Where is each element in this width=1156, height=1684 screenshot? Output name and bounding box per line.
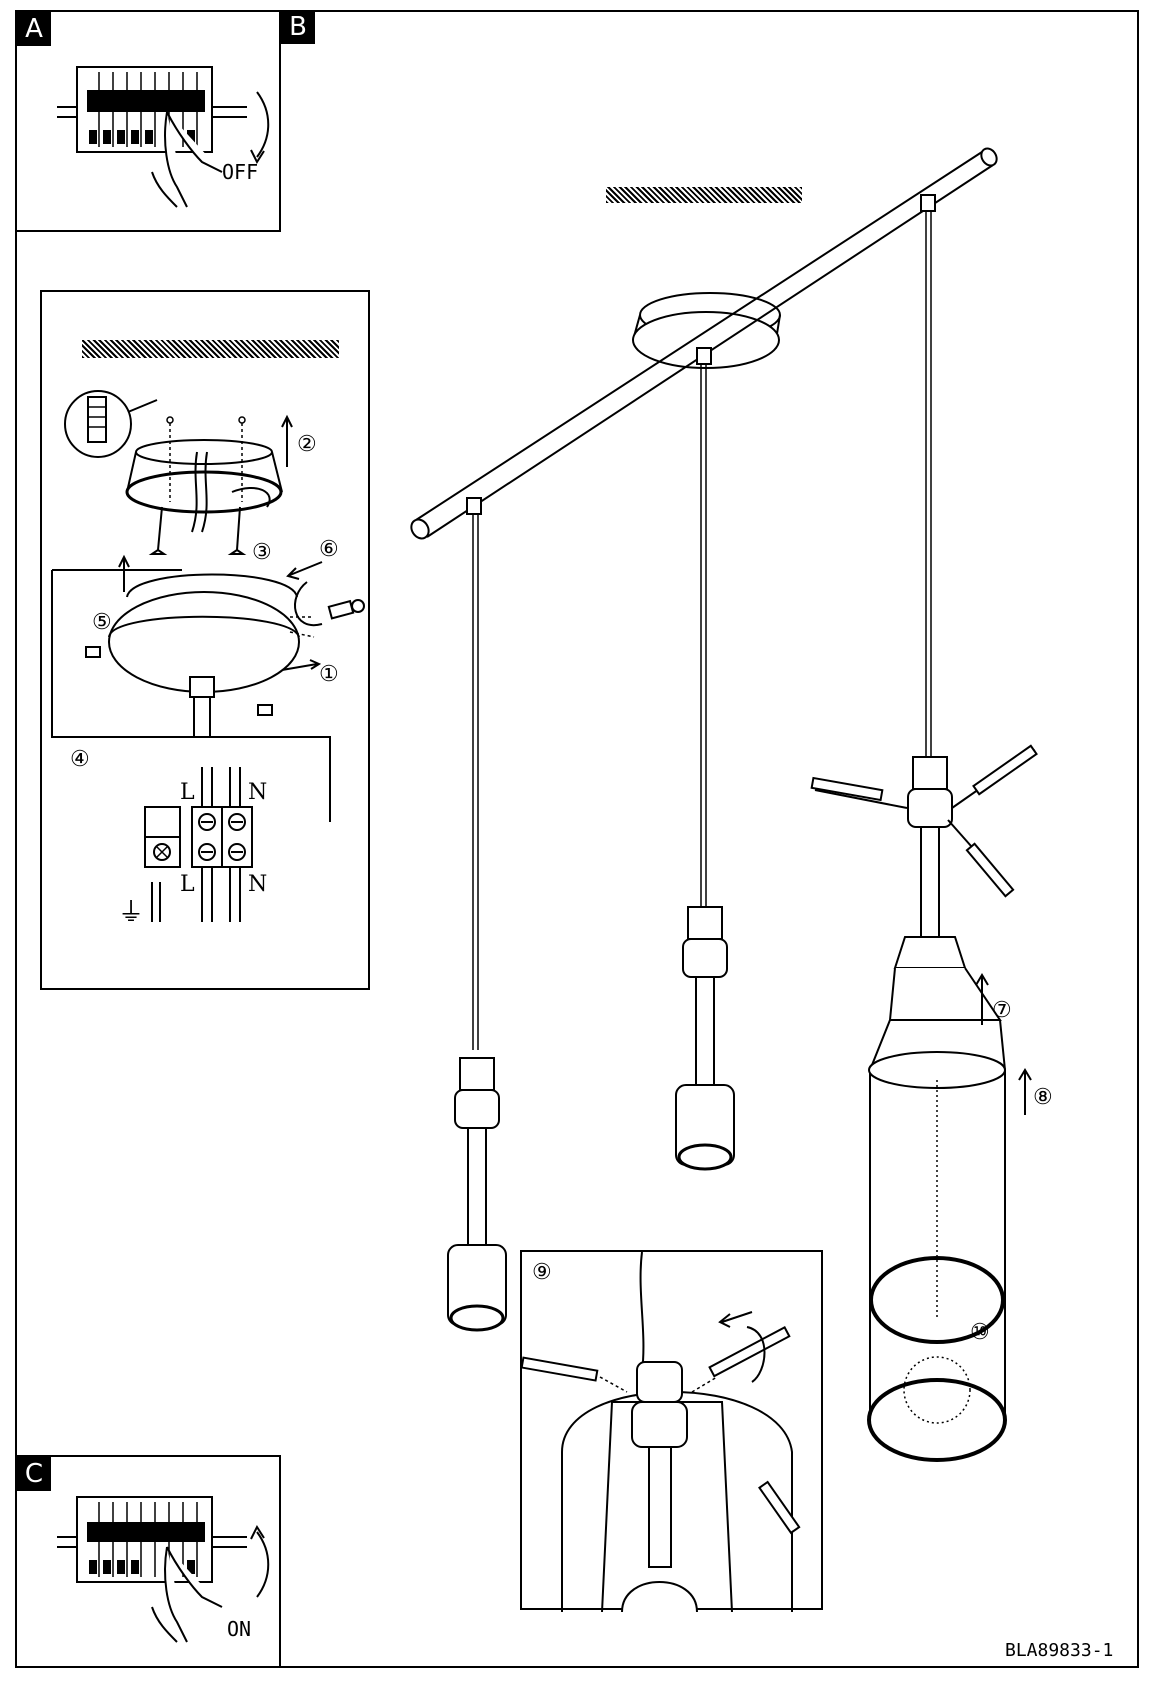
step-4-label: ④ — [70, 747, 90, 772]
mounting-detail-panel: ② ③ ⑥ ⑤ ① ④ L N L N ⏚ — [40, 290, 370, 990]
terminal-n-top: N — [248, 780, 268, 805]
on-label: ON — [227, 1617, 252, 1641]
panel-a: A OFF — [15, 10, 281, 232]
breaker-on-illustration — [57, 1496, 270, 1643]
ground-icon: ⏚ — [118, 898, 145, 928]
step-3-label: ③ — [252, 540, 272, 565]
off-label: OFF — [222, 160, 259, 184]
step-10-label: ⑩ — [970, 1320, 990, 1345]
terminal-l-bottom: L — [180, 872, 195, 897]
step-2-label: ② — [297, 432, 317, 457]
mounting-illustration — [51, 390, 365, 922]
ceiling-hatch-main — [606, 187, 802, 203]
step-7-label: ⑦ — [992, 998, 1012, 1023]
step-8-label: ⑧ — [1033, 1085, 1053, 1110]
step-9-label: ⑨ — [532, 1260, 552, 1285]
panel-b-tag: B — [281, 10, 315, 44]
shade-fixing-illustration — [520, 1251, 801, 1613]
breaker-off-illustration — [57, 66, 270, 208]
panel-c: C ON — [15, 1455, 281, 1668]
panel-c-tag: C — [17, 1457, 51, 1491]
page-frame — [15, 10, 1139, 1668]
terminal-l-top: L — [180, 780, 195, 805]
step-5-label: ⑤ — [92, 610, 112, 635]
step-1-label: ① — [319, 662, 339, 687]
panel-a-tag: A — [17, 12, 51, 46]
shade-fixing-detail-panel: ⑨ — [520, 1250, 823, 1613]
document-code: BLA89833-1 — [1005, 1640, 1114, 1661]
step-6-label: ⑥ — [319, 537, 339, 562]
ceiling-hatch-detail — [82, 340, 339, 358]
terminal-n-bottom: N — [248, 872, 268, 897]
